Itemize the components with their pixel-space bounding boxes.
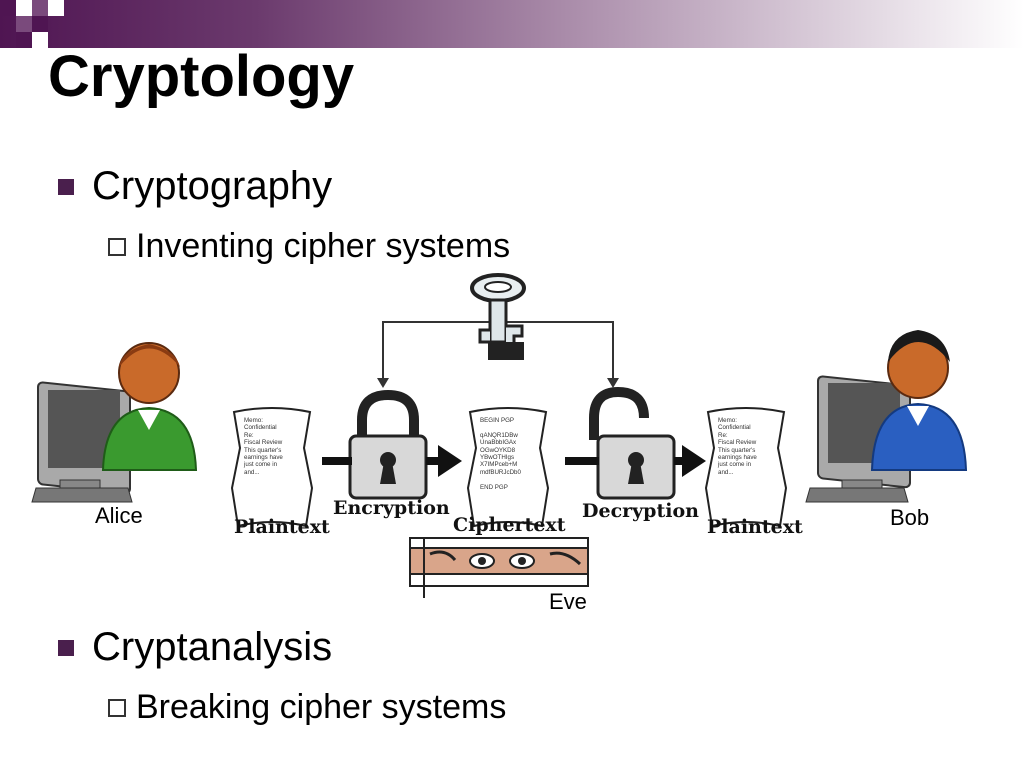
ciphertext-document — [466, 407, 550, 528]
encryption-label: Encryption — [333, 497, 450, 519]
doc-line: BEGIN PGP — [480, 417, 515, 424]
process-arrows — [322, 445, 706, 477]
sub-bullet-text: Inventing cipher systems — [136, 227, 511, 265]
bullet-text: Cryptanalysis — [92, 625, 333, 669]
doc-line: and... — [244, 468, 260, 476]
decor-square — [32, 0, 48, 16]
doc-line: Re: — [718, 431, 728, 439]
square-bullet-icon — [58, 178, 74, 195]
eve-label: Eve — [549, 589, 587, 614]
doc-line: just come in — [244, 461, 278, 469]
open-lock-icon — [589, 386, 676, 500]
plaintext-label-right: Plaintext — [707, 516, 803, 538]
ciphertext-document-text: BEGIN PGP qANQR1DBw UnaBbbIGAx OGwOYKD8 … — [480, 417, 542, 491]
plaintext-document-right-text: Memo: Confidential Re: Fiscal Review Thi… — [718, 417, 778, 476]
closed-lock-icon — [348, 389, 428, 500]
sub-bullet-inventing: Inventing cipher systems — [108, 227, 510, 266]
doc-line: YBwOTHIgs — [480, 454, 515, 462]
decor-square — [16, 16, 32, 32]
decor-square — [0, 0, 16, 16]
bullet-cryptanalysis: Cryptanalysis — [58, 625, 332, 670]
decor-square — [16, 32, 32, 48]
crypto-diagram-graphic — [31, 273, 968, 598]
decryption-label: Decryption — [582, 500, 699, 522]
doc-line: qANQR1DBw — [480, 431, 518, 439]
bob-figure — [805, 330, 968, 503]
header-gradient-bar — [0, 0, 1024, 48]
plaintext-document-left — [230, 407, 314, 528]
bullet-text: Cryptography — [92, 164, 333, 208]
alice-figure — [31, 342, 198, 503]
doc-line: Fiscal Review — [718, 439, 757, 447]
sub-bullet-breaking: Breaking cipher systems — [108, 688, 506, 727]
doc-line: END PGP — [480, 483, 508, 491]
plaintext-label-left: Plaintext — [234, 516, 330, 538]
doc-line: Confidential — [244, 424, 277, 432]
doc-line — [480, 476, 542, 483]
doc-line: This quarter's — [718, 446, 756, 454]
doc-line: earnings have — [718, 454, 757, 462]
doc-line: Fiscal Review — [244, 439, 283, 447]
doc-line: UnaBbbIGAx — [480, 439, 517, 447]
decor-square — [48, 0, 64, 16]
doc-line: just come in — [718, 461, 752, 469]
bob-label: Bob — [890, 505, 930, 530]
doc-line — [480, 424, 542, 431]
doc-line: Confidential — [718, 424, 751, 432]
slide-title: Cryptology — [48, 44, 355, 109]
plaintext-document-right — [704, 407, 788, 528]
square-bullet-icon — [58, 639, 74, 656]
decor-square — [32, 16, 48, 32]
plaintext-document-left-text: Memo: Confidential Re: Fiscal Review Thi… — [244, 417, 304, 476]
key-icon — [470, 273, 526, 360]
doc-line: OGwOYKD8 — [480, 446, 516, 454]
doc-line: Re: — [244, 431, 254, 439]
hollow-square-bullet-icon — [108, 237, 126, 256]
sub-bullet-text: Breaking cipher systems — [136, 688, 507, 726]
arrow-down-right — [607, 378, 619, 388]
arrow-down-left — [377, 378, 389, 388]
ciphertext-label: Ciphertext — [453, 514, 566, 536]
doc-line: Memo: — [244, 417, 263, 424]
decor-square — [16, 0, 32, 16]
doc-line: Memo: — [718, 417, 737, 424]
alice-label: Alice — [95, 503, 143, 528]
doc-line: X7IMPceb+M — [480, 461, 518, 469]
doc-line: mdfBURJcDb0 — [480, 468, 521, 476]
decor-square — [32, 32, 48, 48]
bullet-cryptography: Cryptography — [58, 164, 332, 209]
hollow-square-bullet-icon — [108, 698, 126, 717]
doc-line: and... — [718, 468, 734, 476]
doc-line: earnings have — [244, 454, 283, 462]
eve-peeking-figure — [409, 537, 589, 598]
crypto-diagram: Memo: Confidential Re: Fiscal Review Thi… — [0, 270, 1024, 620]
doc-line: This quarter's — [244, 446, 282, 454]
